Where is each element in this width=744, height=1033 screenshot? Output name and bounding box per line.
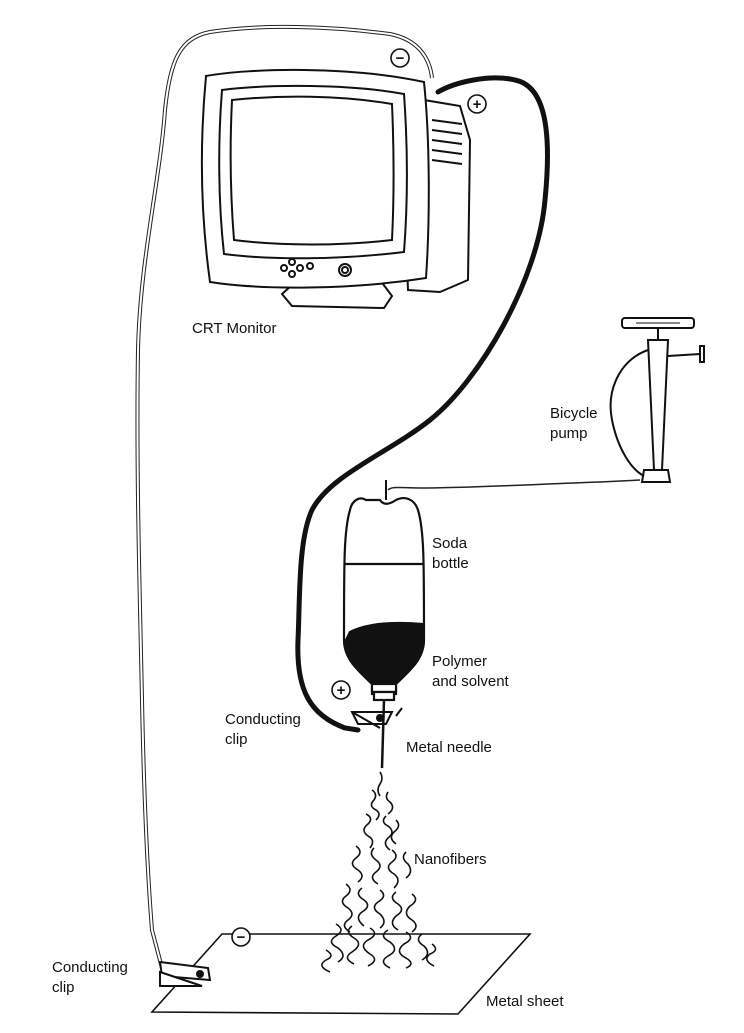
pump-tube — [387, 479, 641, 491]
crt-monitor — [200, 68, 472, 310]
label-bicycle-pump-line1: Bicycle — [550, 405, 598, 422]
monitor-button-icon — [306, 262, 314, 270]
polarity-marker-monitor-plus: + — [467, 94, 487, 114]
metal-needle — [380, 699, 386, 769]
monitor-button-icon — [288, 270, 296, 278]
label-conducting-clip-bottom-line2: clip — [52, 979, 75, 996]
polymer-solution — [344, 621, 425, 684]
polarity-marker-sheet-minus: − — [231, 927, 251, 947]
monitor-button-icon — [296, 264, 304, 272]
label-metal-sheet: Metal sheet — [486, 993, 564, 1010]
label-metal-needle: Metal needle — [406, 739, 492, 756]
conducting-clip-bottom — [158, 960, 212, 987]
conducting-clip-top — [350, 707, 403, 729]
label-conducting-clip-top-line2: clip — [225, 731, 248, 748]
label-crt-monitor: CRT Monitor — [192, 320, 276, 337]
monitor-button-icon — [280, 264, 288, 272]
minus-sign: − — [396, 50, 405, 67]
minus-sign: − — [237, 929, 246, 946]
polarity-marker-monitor-minus: − — [390, 48, 410, 68]
plus-sign: + — [473, 96, 482, 113]
label-conducting-clip-bottom-line1: Conducting — [52, 959, 128, 976]
label-bicycle-pump-line2: pump — [550, 425, 588, 442]
soda-bottle — [342, 480, 426, 702]
label-nanofibers: Nanofibers — [414, 851, 487, 868]
negative-wire — [135, 24, 434, 969]
label-polymer-line2: and solvent — [432, 673, 510, 690]
monitor-button-icon — [288, 258, 296, 266]
nanofibers — [321, 771, 437, 973]
label-polymer-line1: Polymer — [432, 653, 487, 670]
label-soda-bottle-line2: bottle — [432, 555, 469, 572]
positive-wire — [295, 75, 550, 733]
bicycle-pump — [609, 317, 705, 483]
label-soda-bottle-line1: Soda — [432, 535, 468, 552]
polarity-marker-clip-plus: + — [331, 680, 351, 700]
label-conducting-clip-top-line1: Conducting — [225, 711, 301, 728]
plus-sign: + — [337, 682, 346, 699]
